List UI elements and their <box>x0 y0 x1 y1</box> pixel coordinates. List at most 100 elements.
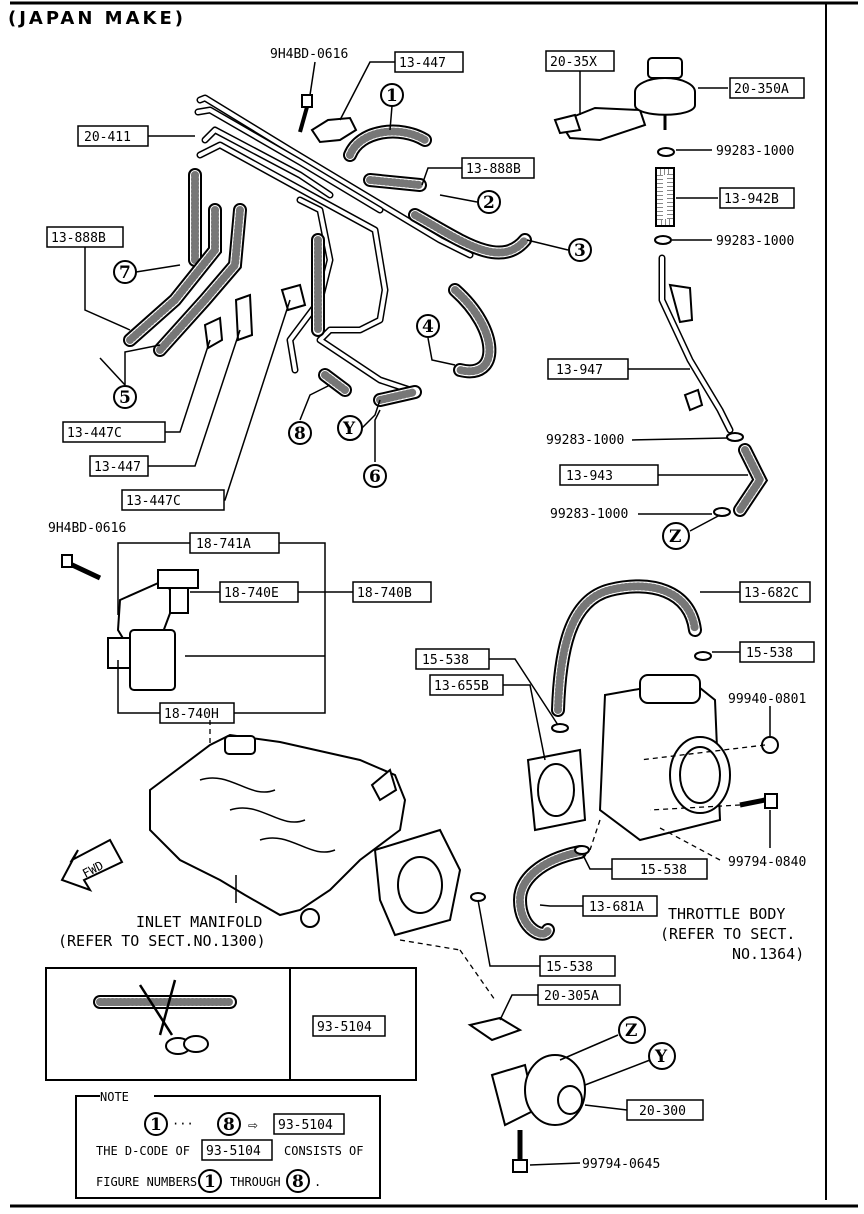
note-line2-b: CONSISTS OF <box>284 1144 363 1158</box>
note-title: NOTE <box>100 1090 129 1104</box>
svg-text:20-350A: 20-350A <box>734 82 789 97</box>
note-line2-a: THE D-CODE OF <box>96 1144 190 1158</box>
svg-text:1: 1 <box>386 86 398 106</box>
part-box-13-682c: 13-682C <box>739 581 811 603</box>
part-box-13-447-b: 13-447 <box>89 455 149 477</box>
bolt-code-99794-0645: 99794-0645 <box>582 1157 660 1172</box>
note-dots: ··· <box>172 1117 194 1131</box>
bolt-code-9h4bd-0616-mid: 9H4BD-0616 <box>48 521 126 536</box>
upper-left-leaders <box>84 61 569 501</box>
svg-text:THROTTLE BODY: THROTTLE BODY <box>668 905 785 923</box>
part-box-20-300: 20-300 <box>626 1099 704 1121</box>
part-box-15-538-b: 15-538 <box>739 641 815 663</box>
callout-5: 5 <box>113 385 137 409</box>
fwd-arrow: FWD <box>60 838 124 892</box>
solenoid-leaders <box>117 542 353 714</box>
upper-right-parts <box>553 57 769 517</box>
note-line3-num1: 1 <box>204 1172 216 1192</box>
svg-text:13-655B: 13-655B <box>434 679 489 694</box>
part-box-13-888b-right: 13-888B <box>461 157 535 179</box>
clamp-code-3: 99283-1000 <box>546 433 624 448</box>
part-box-13-681a: 13-681A <box>582 895 658 917</box>
upper-right-leaders <box>579 71 748 532</box>
callout-3: 3 <box>568 238 592 262</box>
svg-text:13-942B: 13-942B <box>724 192 779 207</box>
svg-text:20-35X: 20-35X <box>550 55 597 70</box>
callout-y-top: Y <box>337 415 363 441</box>
svg-text:Y: Y <box>342 419 356 439</box>
callout-z-top: Z <box>662 522 690 550</box>
svg-text:2: 2 <box>483 193 495 213</box>
solenoid-assembly <box>61 554 199 691</box>
note-code: 93-5104 <box>278 1118 333 1133</box>
part-box-13-888b-left: 13-888B <box>46 226 124 248</box>
svg-text:4: 4 <box>422 317 434 337</box>
svg-text:8: 8 <box>294 424 306 444</box>
callout-6: 6 <box>363 464 387 488</box>
vacuum-valve <box>467 1016 586 1173</box>
part-box-20-35x: 20-35X <box>545 50 615 72</box>
part-box-18-740e: 18-740E <box>219 581 299 603</box>
part-box-13-447c-b: 13-447C <box>121 489 225 511</box>
bolt-code-99794-0840: 99794-0840 <box>728 855 806 870</box>
svg-text:13-447C: 13-447C <box>67 426 122 441</box>
inlet-manifold-ref: (REFER TO SECT.NO.1300) <box>58 932 266 950</box>
clamp-code-2: 99283-1000 <box>716 234 794 249</box>
note-line3-a: FIGURE NUMBERS <box>96 1175 197 1189</box>
part-box-93-5104-kit: 93-5104 <box>312 1015 386 1037</box>
note-arrow: ⇨ <box>248 1115 258 1134</box>
note-from-num: 1 <box>150 1115 162 1135</box>
note-line3-b: THROUGH <box>230 1175 281 1189</box>
svg-text:13-447: 13-447 <box>94 460 141 475</box>
clamp-code-4: 99283-1000 <box>550 507 628 522</box>
svg-text:18-740B: 18-740B <box>357 586 412 601</box>
part-box-20-411: 20-411 <box>77 125 149 147</box>
part-box-13-447-top: 13-447 <box>394 51 464 73</box>
svg-text:13-447: 13-447 <box>399 56 446 71</box>
throttle-body-parts <box>470 579 779 941</box>
svg-text:6: 6 <box>369 467 381 487</box>
callout-1: 1 <box>380 83 404 107</box>
callout-7: 7 <box>113 260 137 284</box>
svg-text:Z: Z <box>625 1021 637 1041</box>
svg-text:Z: Z <box>669 527 681 547</box>
callout-2: 2 <box>477 190 501 214</box>
throttle-body-leaders <box>477 591 771 967</box>
page-title: (JAPAN MAKE) <box>8 8 186 29</box>
svg-text:13-681A: 13-681A <box>589 900 644 915</box>
callout-z-bottom: Z <box>618 1016 646 1044</box>
clamp-code-1: 99283-1000 <box>716 144 794 159</box>
pipe-hose-assembly <box>123 94 532 407</box>
part-box-13-655b: 13-655B <box>429 674 504 696</box>
part-box-15-538-c: 15-538 <box>611 858 708 880</box>
valve-leaders <box>499 994 651 1166</box>
svg-text:18-740H: 18-740H <box>164 707 219 722</box>
note-line3-num2: 8 <box>292 1172 304 1192</box>
svg-text:20-411: 20-411 <box>84 130 131 145</box>
note-line3-end: . <box>314 1175 321 1189</box>
svg-text:13-447C: 13-447C <box>126 494 181 509</box>
inlet-manifold <box>149 733 462 937</box>
svg-text:Y: Y <box>654 1047 668 1067</box>
svg-text:13-947: 13-947 <box>556 363 603 378</box>
part-box-13-447c-a: 13-447C <box>62 421 166 443</box>
callout-y-bottom: Y <box>648 1042 676 1070</box>
part-box-18-740b: 18-740B <box>352 581 432 603</box>
callout-8: 8 <box>288 421 312 445</box>
svg-text:13-888B: 13-888B <box>466 162 521 177</box>
part-box-18-740h: 18-740H <box>159 702 235 724</box>
svg-text:15-538: 15-538 <box>422 653 469 668</box>
part-box-13-942b: 13-942B <box>719 187 795 209</box>
bolt-code-9h4bd-0616-top: 9H4BD-0616 <box>270 47 348 62</box>
part-box-13-943: 13-943 <box>559 464 659 486</box>
note-to-num: 8 <box>223 1115 235 1135</box>
svg-text:20-305A: 20-305A <box>544 989 599 1004</box>
note-line2-code: 93-5104 <box>206 1144 261 1159</box>
part-box-20-305a: 20-305A <box>537 984 621 1006</box>
svg-text:15-538: 15-538 <box>546 960 593 975</box>
callout-4: 4 <box>416 314 440 338</box>
svg-text:13-682C: 13-682C <box>744 586 799 601</box>
svg-text:15-538: 15-538 <box>640 863 687 878</box>
svg-text:(REFER TO SECT.: (REFER TO SECT. <box>660 925 795 943</box>
svg-text:13-943: 13-943 <box>566 469 613 484</box>
